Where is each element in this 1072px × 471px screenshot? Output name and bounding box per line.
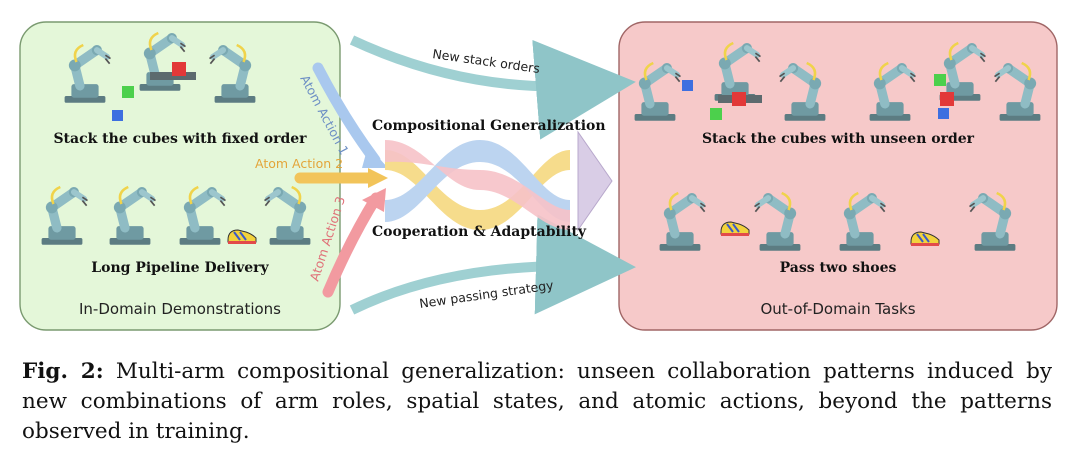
- figure-caption: Fig. 2: Multi-arm compositional generali…: [22, 357, 1052, 447]
- cooperation-adaptability-label: Cooperation & Adaptability: [372, 224, 587, 240]
- cube-icon: [940, 92, 954, 106]
- right-scene2-label: Pass two shoes: [779, 260, 897, 276]
- out-of-domain-panel: [618, 21, 1058, 331]
- cube-icon: [732, 92, 746, 106]
- funnel-shape: [577, 130, 613, 232]
- atom-action-2-label: Atom Action 2: [255, 156, 343, 171]
- cube-icon: [710, 108, 722, 120]
- right-scene1-label: Stack the cubes with unseen order: [701, 131, 975, 147]
- caption-prefix: Fig. 2:: [22, 359, 104, 384]
- left-scene1-label: Stack the cubes with fixed order: [53, 131, 307, 147]
- cube-icon: [172, 62, 186, 76]
- cube-icon: [112, 110, 123, 121]
- out-of-domain-title: Out-of-Domain Tasks: [760, 300, 916, 318]
- cube-icon: [938, 108, 949, 119]
- cube-icon: [682, 80, 693, 91]
- caption-text: Multi-arm compositional generalization: …: [22, 359, 1052, 444]
- figure: Atom Action 1 Atom Action 2 Atom Action …: [19, 21, 1058, 331]
- new-stack-orders-arrow: [349, 35, 636, 140]
- new-passing-strategy-arrow: [349, 214, 636, 315]
- cube-icon: [122, 86, 134, 98]
- atom-action-3-arrow: [322, 192, 382, 298]
- figure-canvas: Atom Action 1 Atom Action 2 Atom Action …: [19, 21, 1058, 331]
- left-scene2-label: Long Pipeline Delivery: [91, 260, 269, 276]
- braid-icon: [385, 140, 570, 230]
- cube-icon: [934, 74, 946, 86]
- in-domain-title: In-Domain Demonstrations: [79, 300, 281, 318]
- compositional-generalization-label: Compositional Generalization: [372, 118, 606, 134]
